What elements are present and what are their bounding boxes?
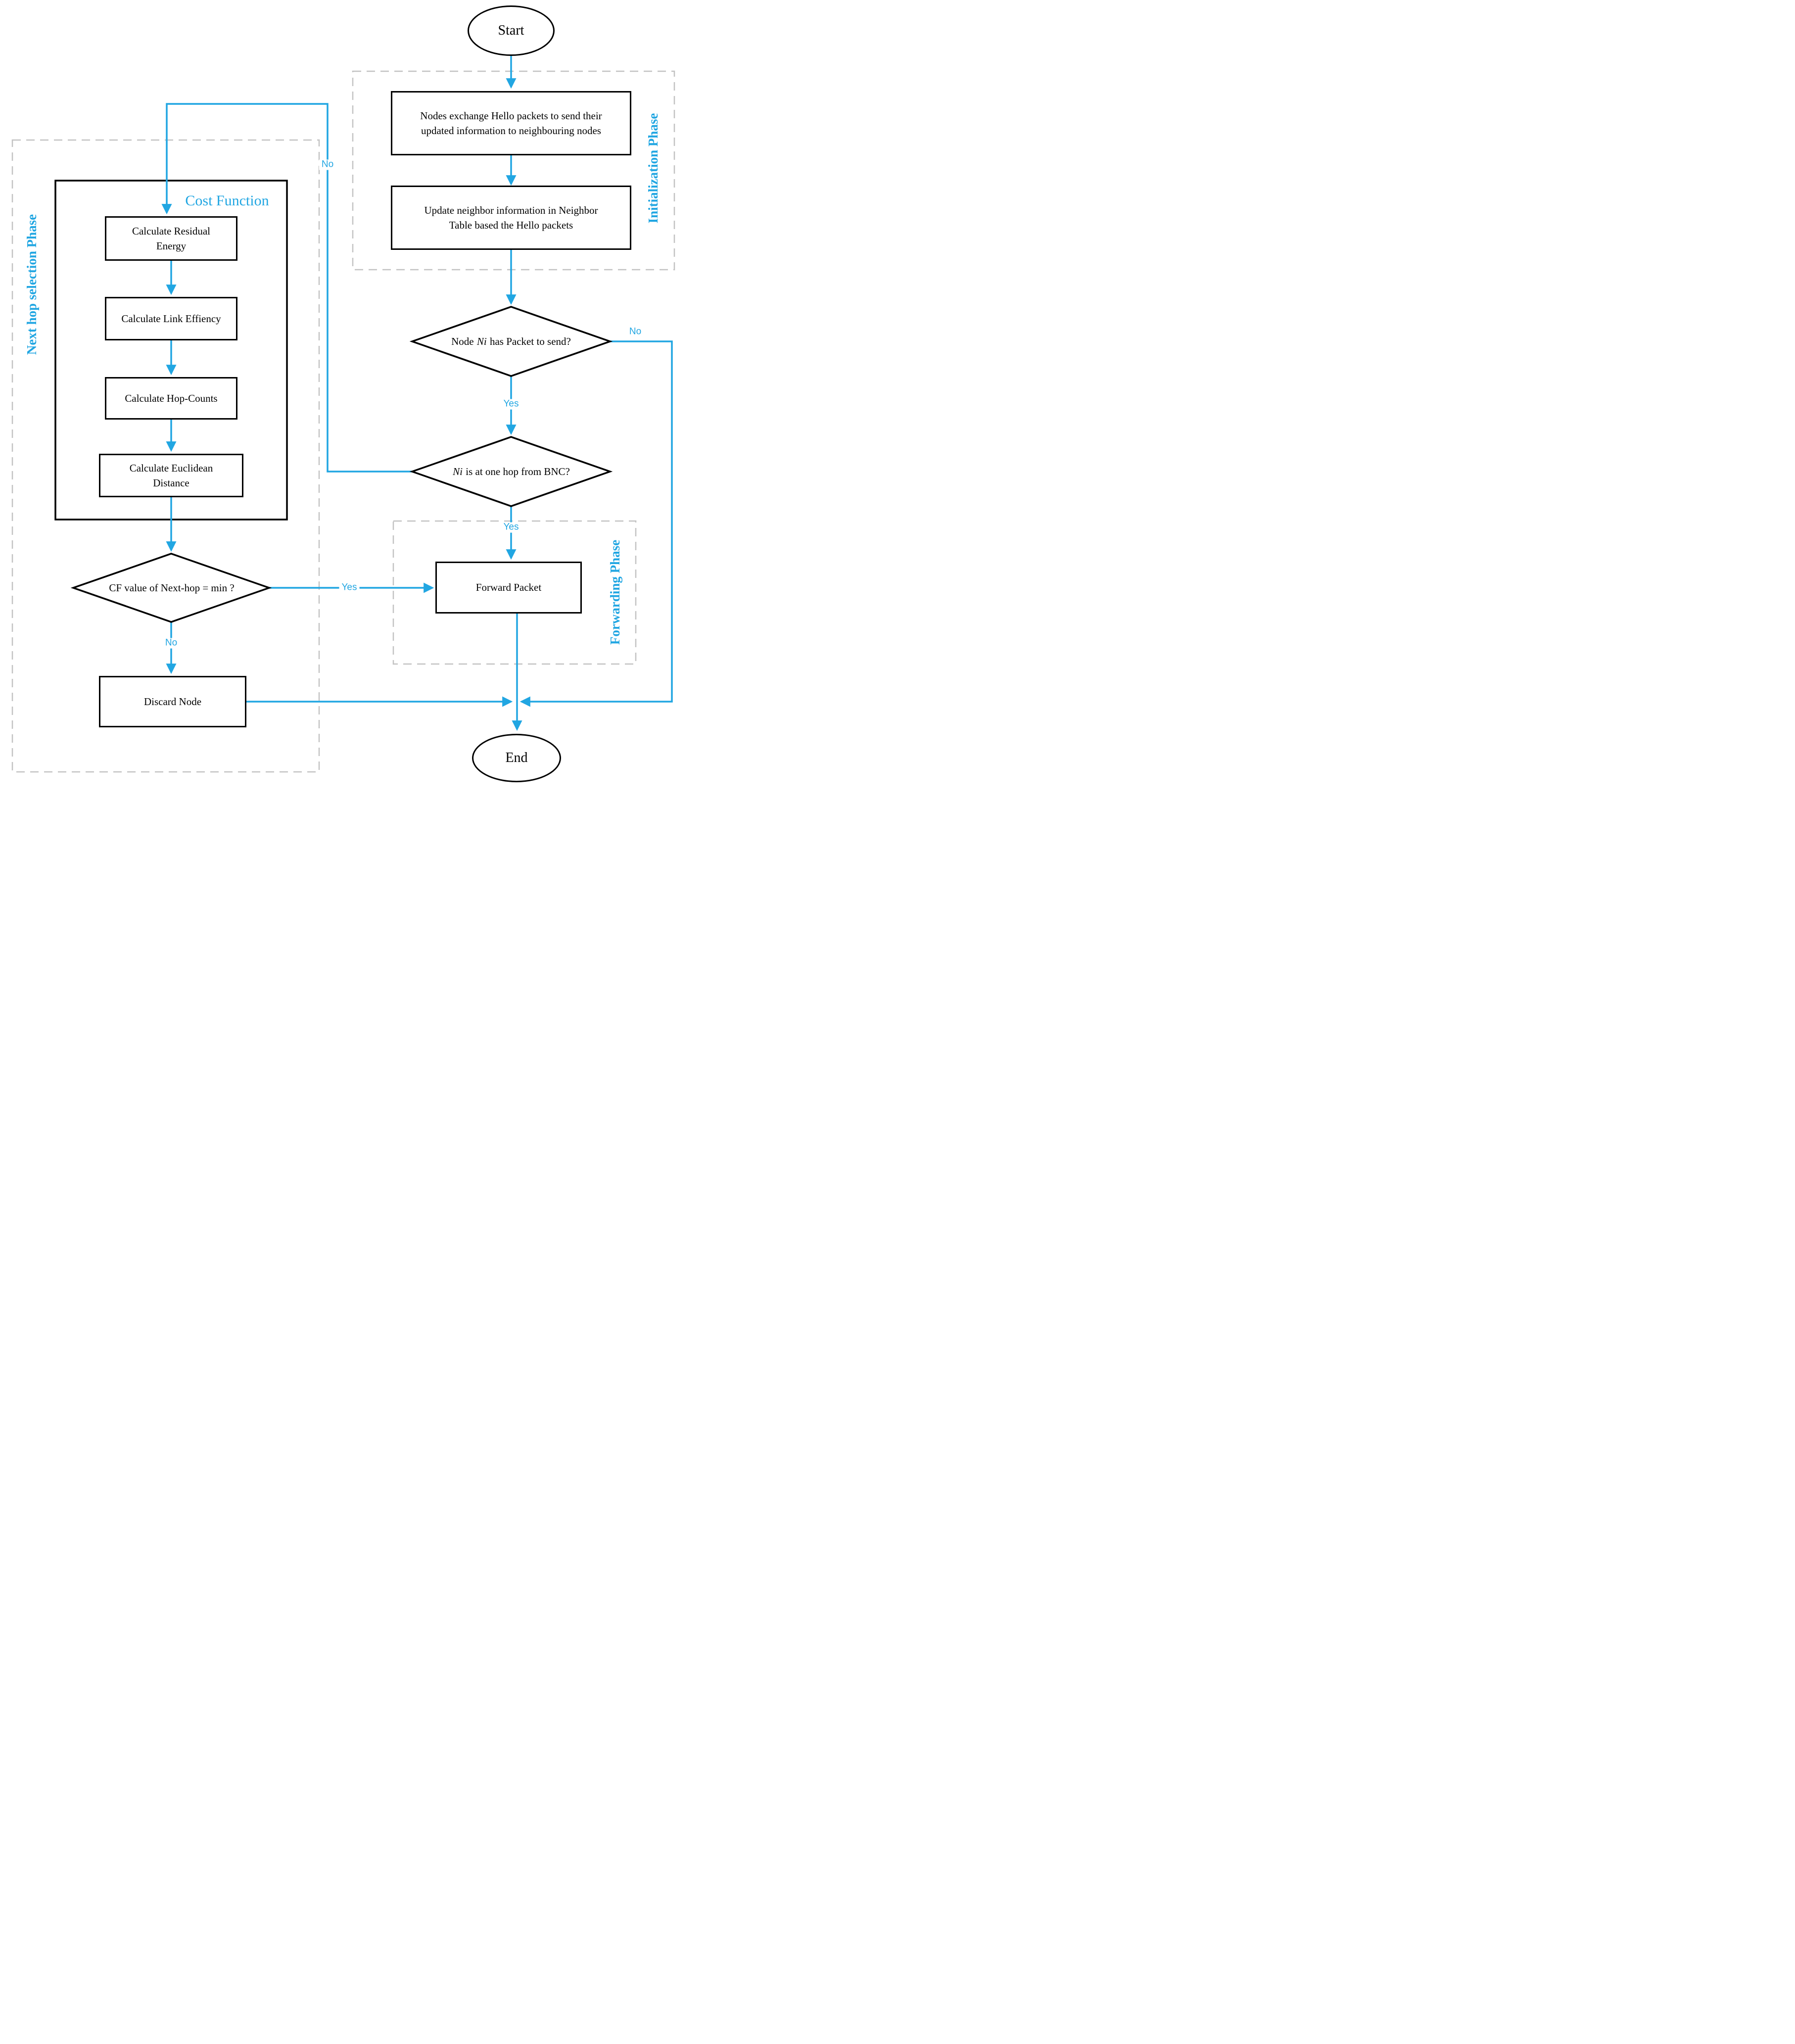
decision-has-packet-post: has Packet to send? <box>487 335 571 347</box>
cost-step-residual-energy-box: Calculate Residual Energy <box>105 216 237 261</box>
cost-step-euclidean-distance-box: Calculate Euclidean Distance <box>99 454 243 497</box>
forwarding-phase-dashed-box <box>392 520 637 665</box>
process-update-table-box: Update neighbor information in Neighbor … <box>391 186 631 250</box>
decision-one-hop-label: Ni is at one hop from BNC? <box>422 457 600 486</box>
edge-label-no-one-hop: No <box>319 159 336 170</box>
decision-has-packet-diamond <box>409 306 613 377</box>
decision-one-hop-em: Ni <box>453 465 463 477</box>
next-hop-phase-caption: Next hop selection Phase <box>24 214 39 355</box>
edge-label-no-has-packet: No <box>626 327 644 337</box>
next-hop-phase-dashed-box <box>11 139 320 773</box>
decision-cf-min-label: CF value of Next-hop = min ? <box>82 573 260 603</box>
edge-label-yes-cf: Yes <box>339 582 360 593</box>
process-forward-packet-label: Forward Packet <box>475 581 542 594</box>
edge-label-yes-one-hop: Yes <box>501 522 521 533</box>
decision-has-packet-em: Ni <box>476 335 487 347</box>
decision-cf-min-post: CF value of Next-hop = min ? <box>109 581 235 594</box>
process-forward-packet-box: Forward Packet <box>435 562 582 614</box>
edge-label-yes-has-packet: Yes <box>501 399 521 410</box>
initialization-phase-caption: Initialization Phase <box>646 113 661 224</box>
process-exchange-hello-label: Nodes exchange Hello packets to send the… <box>420 109 602 137</box>
start-label: Start <box>498 23 524 38</box>
end-terminal: End <box>472 734 561 782</box>
cost-step-euclidean-distance-label: Calculate Euclidean Distance <box>129 462 213 489</box>
decision-one-hop-diamond <box>409 436 613 507</box>
initialization-phase-dashed-box <box>352 70 675 271</box>
process-exchange-hello-box: Nodes exchange Hello packets to send the… <box>391 91 631 155</box>
decision-has-packet-label: Node Ni has Packet to send? <box>422 327 600 356</box>
process-discard-node-box: Discard Node <box>99 676 246 727</box>
cost-step-residual-energy-label: Calculate Residual Energy <box>132 225 211 252</box>
cost-step-hop-counts-label: Calculate Hop-Counts <box>125 392 218 404</box>
cost-function-title: Cost Function <box>185 192 269 209</box>
edge-haspacket-no <box>520 340 673 707</box>
cost-step-link-efficiency-label: Calculate Link Effiency <box>121 312 221 325</box>
cost-step-link-efficiency-box: Calculate Link Effiency <box>105 297 237 340</box>
cost-step-hop-counts-box: Calculate Hop-Counts <box>105 377 237 420</box>
decision-has-packet-pre: Node <box>451 335 476 347</box>
edge-onehop-no-loop <box>161 103 412 473</box>
forwarding-phase-caption: Forwarding Phase <box>608 539 622 645</box>
end-label: End <box>505 750 528 765</box>
process-update-table-label: Update neighbor information in Neighbor … <box>424 204 598 231</box>
start-terminal: Start <box>468 5 555 56</box>
decision-one-hop-post: is at one hop from BNC? <box>463 465 570 477</box>
edge-label-no-cf: No <box>162 638 180 649</box>
decision-cf-min-diamond <box>70 553 272 623</box>
flowchart-canvas: Start End Nodes exchange Hello packets t… <box>0 0 693 789</box>
process-discard-node-label: Discard Node <box>143 695 202 708</box>
